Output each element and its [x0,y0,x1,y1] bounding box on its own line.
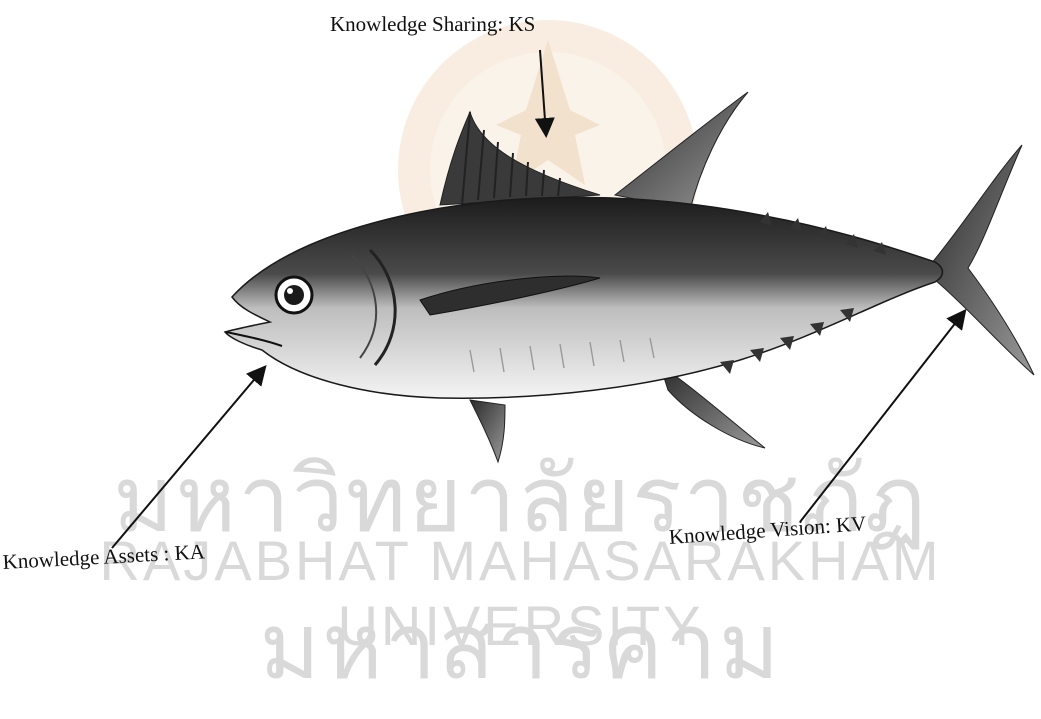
fish-eye [276,277,312,313]
pelvic-fin [470,400,505,462]
second-dorsal-fin [615,92,748,210]
label-knowledge-sharing: Knowledge Sharing: KS [330,12,535,37]
arrow-knowledge-vision [800,312,964,522]
tail-fin [930,145,1034,375]
arrow-knowledge-assets [112,368,264,548]
tuna-km-model-figure: มหาวิทยาลัยราชภัฏมหาสารคาม RAJABHAT MAHA… [0,0,1041,582]
arrow-knowledge-sharing [540,50,546,134]
tuna-illustration [0,0,1041,582]
fish-body [225,197,943,398]
